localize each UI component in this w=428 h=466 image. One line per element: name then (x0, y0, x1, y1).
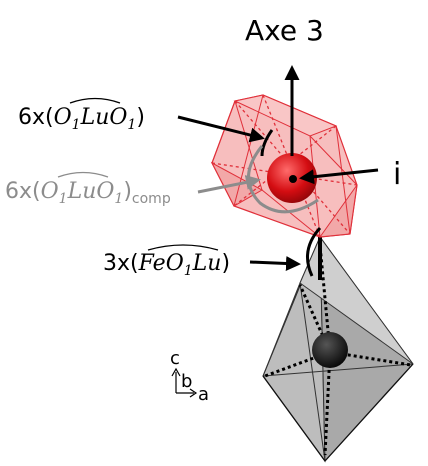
angle-arc-o-lu-o-comp (247, 145, 319, 214)
svg-text:3x(FeO1Lu): 3x(FeO1Lu) (103, 251, 230, 279)
axis-b-label: b (181, 371, 192, 392)
angle-arc-fe-o-lu (306, 226, 322, 277)
inversion-center-dot (289, 175, 297, 183)
axis-c-label: c (170, 348, 180, 369)
fe-octahedron (262, 235, 414, 463)
svg-text:6x(O1LuO1): 6x(O1LuO1) (18, 105, 145, 133)
svg-text:i: i (393, 157, 401, 192)
axe3-label: Axe 3 (245, 14, 324, 47)
inversion-label: i (299, 157, 401, 192)
crystal-axes-legend: c b a (170, 348, 209, 405)
axis-a-label: a (198, 384, 209, 405)
fe-atom (312, 332, 348, 368)
label-fe-o-lu: 3x(FeO1Lu) (103, 244, 301, 279)
label-o-lu-o-comp: 6x(O1LuO1)comp (5, 171, 261, 207)
svg-text:6x(O1LuO1)comp: 6x(O1LuO1)comp (5, 179, 171, 207)
label-o-lu-o: 6x(O1LuO1) (18, 97, 265, 143)
lu-polyhedron (210, 94, 358, 238)
angle-arc-o-lu-o (260, 129, 274, 157)
